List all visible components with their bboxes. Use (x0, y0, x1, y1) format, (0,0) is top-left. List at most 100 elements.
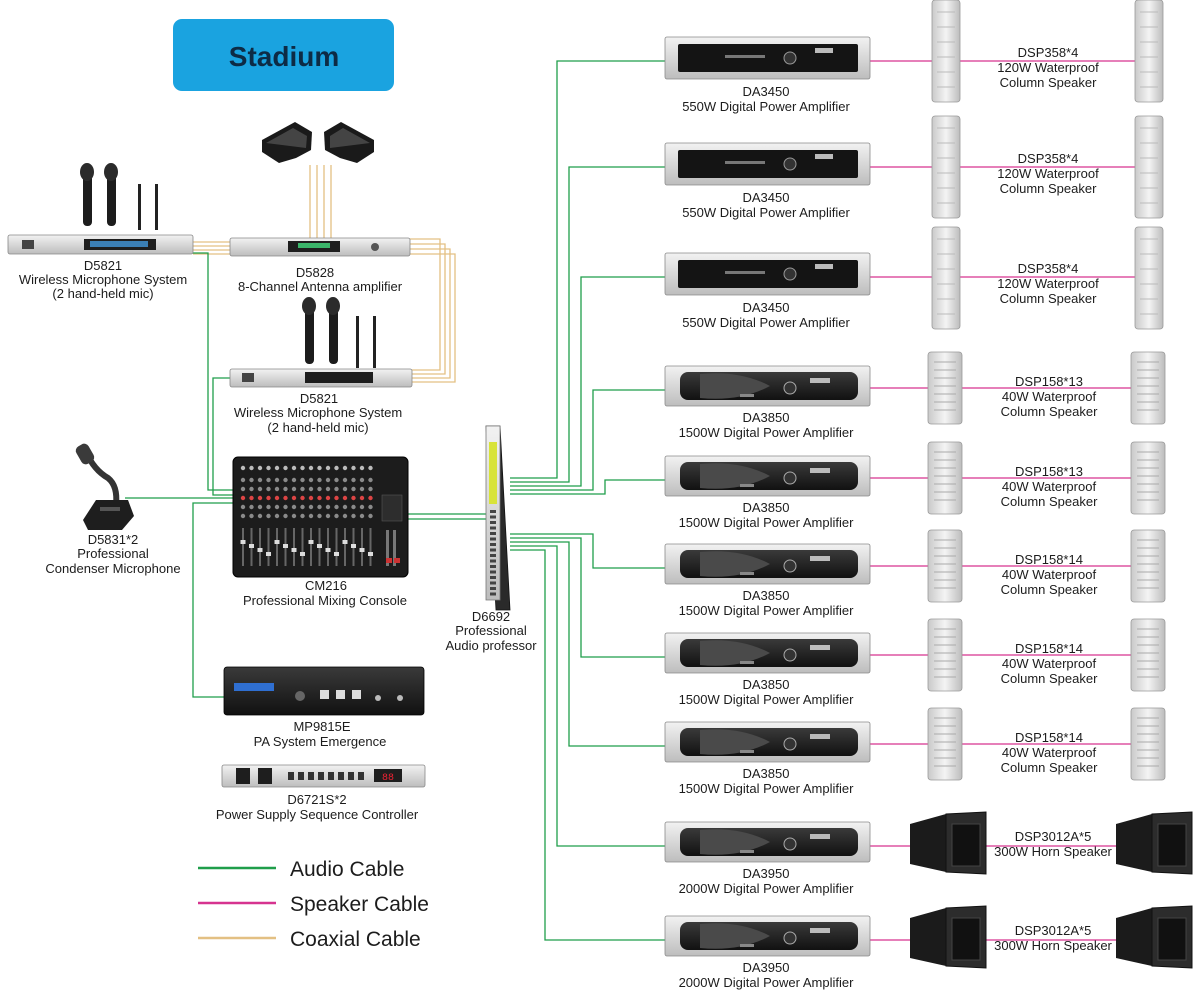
svg-text:D6692: D6692 (472, 609, 510, 624)
audio-cable (510, 545, 665, 847)
amp-description: 550W Digital Power Amplifier (682, 99, 850, 114)
amp-model: DA3450 (743, 300, 790, 315)
antenna-icon (262, 122, 374, 163)
speaker-description: 120W Waterproof (997, 276, 1099, 291)
column-speaker-icon (927, 441, 963, 515)
speaker-model: DSP158*14 (1015, 552, 1083, 567)
svg-text:Professional Mixing Console: Professional Mixing Console (243, 593, 407, 608)
coaxial-cable (410, 243, 446, 375)
speaker-description: 120W Waterproof (997, 60, 1099, 75)
device-label-d5828: D5828 8-Channel Antenna amplifier (238, 265, 403, 294)
speaker-description: 300W Horn Speaker (994, 938, 1112, 953)
audio-cable (510, 166, 665, 483)
power-amplifier-icon (664, 821, 871, 863)
audio-cable (510, 541, 665, 747)
speaker-pair (931, 0, 1164, 103)
svg-text:CM216: CM216 (305, 578, 347, 593)
audio-cable (510, 276, 665, 487)
svg-text:Condenser Microphone: Condenser Microphone (45, 561, 180, 576)
power-amplifier-icon (664, 142, 871, 186)
device-label-d5821-lower: D5821 Wireless Microphone System (2 hand… (234, 391, 402, 435)
svg-text:Audio professor: Audio professor (445, 638, 537, 653)
amp-model: DA3450 (743, 190, 790, 205)
amp-model: DA3850 (743, 588, 790, 603)
horn-speaker-icon (910, 814, 946, 872)
speaker-model: DSP358*4 (1018, 261, 1079, 276)
audio-cable (510, 479, 665, 495)
speaker-pair (910, 905, 1193, 969)
svg-text:D6721S*2: D6721S*2 (287, 792, 346, 807)
svg-text:88: 88 (382, 773, 394, 784)
audio-cable (190, 252, 236, 491)
speaker-model: DSP158*14 (1015, 641, 1083, 656)
svg-text:MP9815E: MP9815E (293, 719, 350, 734)
legend: Audio Cable Speaker Cable Coaxial Cable (198, 858, 429, 951)
speaker-description: 40W Waterproof (1002, 389, 1097, 404)
audio-cable (212, 377, 236, 496)
speaker-pair (910, 811, 1193, 875)
speaker-description: Column Speaker (1000, 181, 1097, 196)
amp-description: 1500W Digital Power Amplifier (679, 425, 855, 440)
amp-description: 2000W Digital Power Amplifier (679, 975, 855, 990)
power-amplifier-icon (664, 721, 871, 763)
column-speaker-icon (927, 351, 963, 425)
svg-text:D5828: D5828 (296, 265, 334, 280)
pa-emergency-icon (223, 666, 425, 716)
svg-text:Wireless Microphone System: Wireless Microphone System (234, 405, 402, 420)
power-amplifier-icon (664, 252, 871, 296)
mixing-console-icon (232, 456, 409, 578)
column-speaker-icon (1130, 707, 1166, 781)
column-speaker-icon (1130, 618, 1166, 692)
svg-text:Wireless Microphone System: Wireless Microphone System (19, 272, 187, 287)
audio-cable-group-amps (510, 60, 665, 941)
speaker-description: Column Speaker (1001, 582, 1098, 597)
svg-text:8-Channel Antenna amplifier: 8-Channel Antenna amplifier (238, 279, 403, 294)
column-speaker-icon (1134, 0, 1164, 103)
title-box: Stadium (173, 19, 394, 91)
column-speaker-icon (1134, 226, 1164, 330)
power-amplifier-icon (664, 365, 871, 407)
horn-speaker-icon (910, 908, 946, 966)
coaxial-cable (410, 253, 456, 383)
amp-description: 2000W Digital Power Amplifier (679, 881, 855, 896)
speaker-description: Column Speaker (1001, 671, 1098, 686)
coaxial-cable (410, 238, 441, 371)
svg-text:D5821: D5821 (84, 258, 122, 273)
speaker-description: Column Speaker (1000, 75, 1097, 90)
power-amplifier-icon (664, 632, 871, 674)
column-speaker-icon (1130, 529, 1166, 603)
speaker-model: DSP3012A*5 (1015, 829, 1092, 844)
device-label-mp9815e: MP9815E PA System Emergence (254, 719, 387, 749)
amp-description: 550W Digital Power Amplifier (682, 315, 850, 330)
amp-description: 1500W Digital Power Amplifier (679, 692, 855, 707)
amp-description: 1500W Digital Power Amplifier (679, 781, 855, 796)
svg-text:Professional: Professional (455, 623, 527, 638)
column-speaker-icon (927, 529, 963, 603)
column-speaker-icon (1134, 115, 1164, 219)
speaker-description: 40W Waterproof (1002, 567, 1097, 582)
speaker-cable-group (870, 60, 1135, 941)
audio-cable-group-left (125, 252, 486, 698)
speaker-description: Column Speaker (1001, 404, 1098, 419)
column-speaker-icon (931, 226, 961, 330)
svg-text:Coaxial Cable: Coaxial Cable (290, 928, 421, 951)
device-label-d6692: D6692 Professional Audio professor (445, 609, 537, 653)
audio-cable (510, 549, 665, 941)
speaker-description: 120W Waterproof (997, 166, 1099, 181)
audio-processor-icon (485, 425, 511, 611)
legend-item-audio-cable: Audio Cable (198, 858, 404, 881)
amp-description: 550W Digital Power Amplifier (682, 205, 850, 220)
cable-layer (125, 60, 1135, 941)
speaker-description: 40W Waterproof (1002, 745, 1097, 760)
speaker-pair (931, 115, 1164, 219)
svg-text:PA System Emergence: PA System Emergence (254, 734, 387, 749)
